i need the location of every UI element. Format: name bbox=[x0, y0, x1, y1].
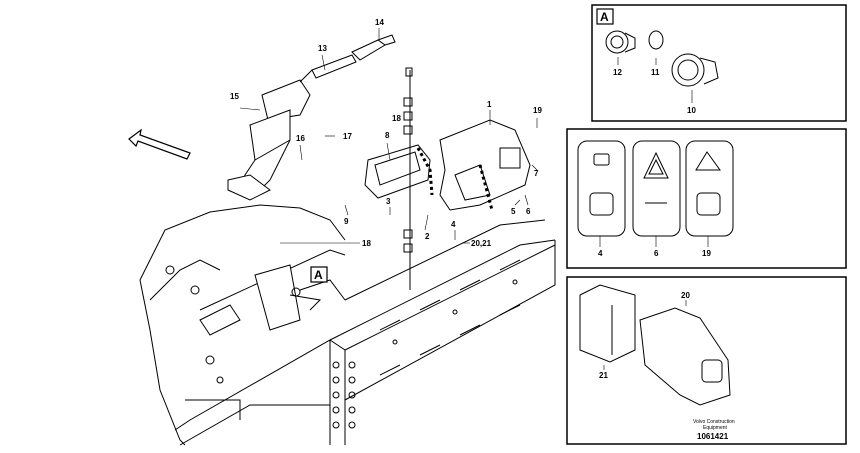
switch-label-19: 19 bbox=[702, 249, 711, 258]
callout-3: 3 bbox=[386, 197, 391, 206]
callout-16: 16 bbox=[296, 134, 305, 143]
callout-1: 1 bbox=[487, 100, 492, 109]
switch-label-4: 4 bbox=[598, 249, 603, 258]
connector-label-20: 20 bbox=[681, 291, 690, 300]
callout-15: 15 bbox=[230, 92, 239, 101]
callout-14: 14 bbox=[375, 18, 384, 27]
callout-6: 6 bbox=[526, 207, 531, 216]
inset-a-label-10: 10 bbox=[687, 106, 696, 115]
pedal-assembly bbox=[199, 264, 322, 336]
direction-arrow bbox=[128, 128, 191, 160]
callout-7: 7 bbox=[534, 169, 539, 178]
inset-a-label-11: 11 bbox=[651, 68, 660, 77]
callout-5: 5 bbox=[511, 207, 516, 216]
instrument-panel bbox=[364, 144, 431, 199]
wiring-harness bbox=[403, 67, 413, 290]
steering-column bbox=[227, 79, 311, 201]
inset-a-parts bbox=[605, 30, 719, 87]
callout-9: 9 bbox=[344, 217, 349, 226]
connector-21 bbox=[579, 284, 636, 363]
connector-label-21: 21 bbox=[599, 371, 608, 380]
view-marker-a-label: A bbox=[314, 268, 323, 282]
callout-18-bottom: 18 bbox=[362, 239, 371, 248]
dashboard-cover bbox=[439, 119, 531, 211]
callout-19: 19 bbox=[533, 106, 542, 115]
inset-switches-box bbox=[566, 128, 847, 269]
rocker-switch-4 bbox=[577, 140, 626, 237]
rocker-switch-6 bbox=[632, 140, 681, 237]
switch-20 bbox=[639, 307, 731, 406]
machine-frame bbox=[139, 204, 556, 446]
switch-label-6: 6 bbox=[654, 249, 659, 258]
callout-13: 13 bbox=[318, 44, 327, 53]
stalk-switch bbox=[299, 34, 396, 83]
footer-brand: Volvo Construction Equipment 1061421 bbox=[693, 419, 735, 441]
frame-holes bbox=[165, 259, 521, 429]
inset-a-box bbox=[591, 4, 847, 122]
dashed-connector-lines bbox=[416, 147, 494, 211]
inset-connector-box bbox=[566, 276, 847, 445]
footer-line-1: Volvo Construction bbox=[693, 419, 735, 425]
rocker-switch-19 bbox=[685, 140, 734, 237]
view-marker-a: A bbox=[310, 266, 328, 283]
inset-a-label-12: 12 bbox=[613, 68, 622, 77]
callout-18-top: 18 bbox=[392, 114, 401, 123]
callout-8: 8 bbox=[385, 131, 390, 140]
callout-4: 4 bbox=[451, 220, 456, 229]
footer-number: 1061421 bbox=[697, 432, 729, 441]
callout-labels: 14 13 15 16 17 8 18 1 19 7 9 3 2 4 5 6 2… bbox=[230, 18, 542, 248]
inset-a-tag: A bbox=[596, 8, 614, 25]
leader-lines bbox=[239, 28, 709, 370]
callout-20-21: 20,21 bbox=[471, 239, 492, 248]
inset-a-tag-label: A bbox=[600, 10, 609, 24]
footer-line-2: Equipment bbox=[703, 425, 728, 431]
callout-2: 2 bbox=[425, 232, 430, 241]
callout-17: 17 bbox=[343, 132, 352, 141]
